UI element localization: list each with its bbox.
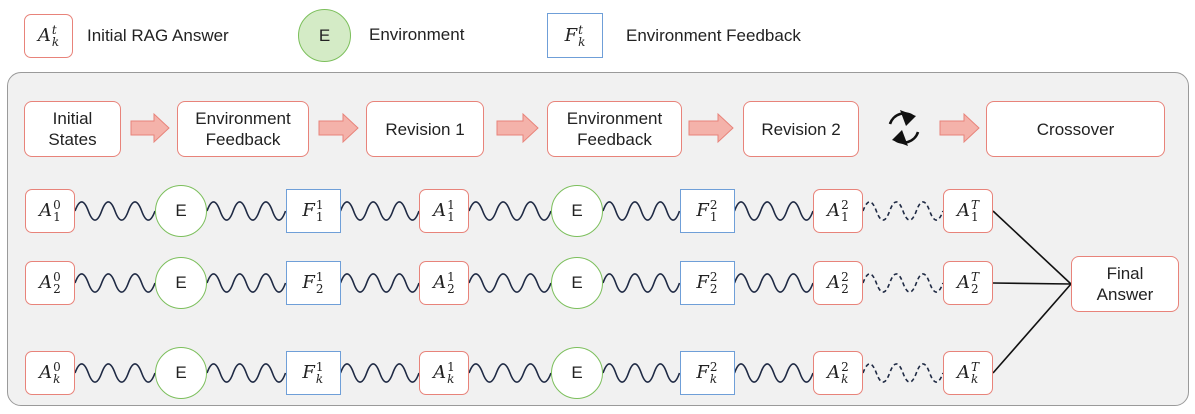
final-answer-box: Final Answer bbox=[1071, 256, 1179, 312]
stage-revision-2: Revision 2 bbox=[743, 101, 859, 157]
row-3-environment-1: E bbox=[155, 347, 207, 399]
legend-env-label: Environment bbox=[369, 25, 465, 44]
row-3-environment-2: E bbox=[551, 347, 603, 399]
stage-crossover: Crossover bbox=[986, 101, 1165, 157]
stage-revision-1: Revision 1 bbox=[366, 101, 484, 157]
environment-label: E bbox=[571, 201, 583, 220]
stage-environment-feedback-2: Environment Feedback bbox=[547, 101, 682, 157]
row-2-environment-1: E bbox=[155, 257, 207, 309]
stage-environment-feedback-1: Environment Feedback bbox=[177, 101, 309, 157]
legend-env-symbol: E bbox=[298, 9, 351, 62]
stage-initial-states: Initial States bbox=[24, 101, 121, 157]
environment-label: E bbox=[571, 273, 583, 292]
row-2-environment-2: E bbox=[551, 257, 603, 309]
environment-label: E bbox=[571, 363, 583, 382]
legend-feedback-label: Environment Feedback bbox=[626, 26, 801, 45]
row-1-environment-2: E bbox=[551, 185, 603, 237]
environment-label: E bbox=[175, 363, 187, 382]
environment-label: E bbox=[175, 273, 187, 292]
environment-label: E bbox=[175, 201, 187, 220]
legend-answer-label: Initial RAG Answer bbox=[87, 26, 229, 45]
row-1-environment-1: E bbox=[155, 185, 207, 237]
